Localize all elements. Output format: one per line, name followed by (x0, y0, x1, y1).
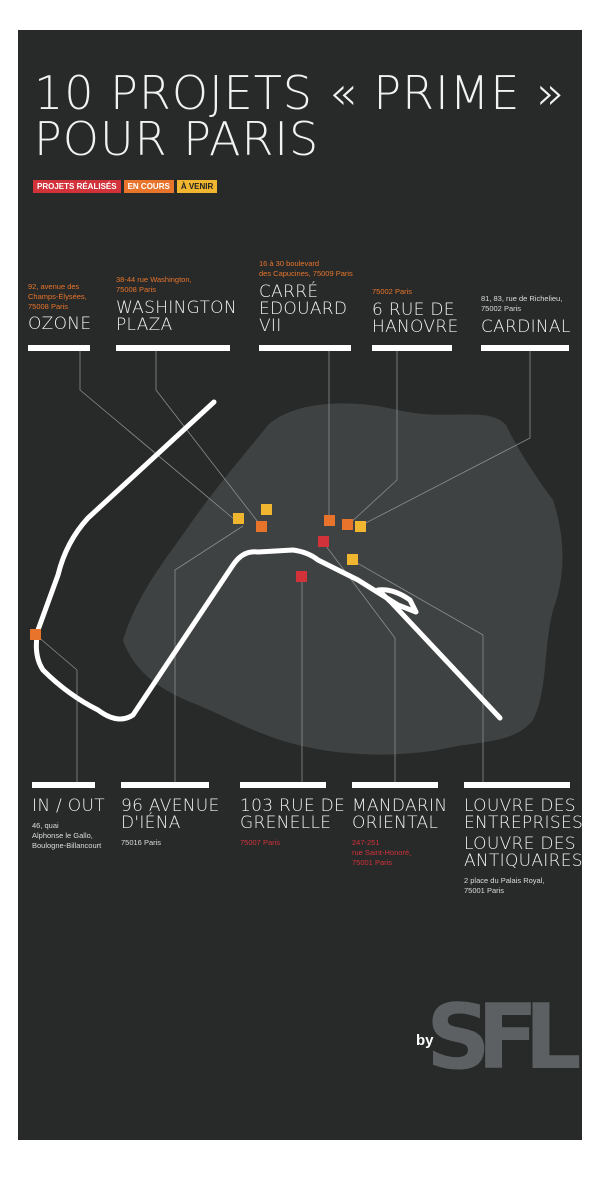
project-name: WASHINGTON PLAZA (116, 298, 237, 335)
infographic-poster: 10 PROJETS « PRIME » POUR PARIS PROJETS … (18, 30, 583, 1140)
project-markers (30, 504, 366, 640)
project-carre-edouard-vii: 16 à 30 boulevard des Capucines, 75009 P… (259, 259, 353, 335)
project-address: 81, 83, rue de Richelieu, 75002 Paris (481, 294, 563, 313)
title-line-2: POUR PARIS (34, 112, 320, 166)
project-washington-plaza: 38-44 rue Washington, 75008 Paris WASHIN… (116, 275, 237, 334)
label-bar (240, 782, 326, 788)
legend: PROJETS RÉALISÉS EN COURS À VENIR (33, 180, 218, 193)
label-bar (116, 345, 230, 351)
project-address: 16 à 30 boulevard des Capucines, 75009 P… (259, 259, 353, 278)
project-name: LOUVRE DES ENTREPRISES (464, 796, 584, 833)
marker-hanovre (342, 519, 353, 530)
project-address: 247-251 rue Saint-Honoré, 75001 Paris (352, 838, 412, 867)
label-bar (32, 782, 95, 788)
project-name: MANDARIN ORIENTAL (352, 796, 448, 833)
label-bar (259, 345, 351, 351)
project-address: 75016 Paris (121, 838, 162, 847)
project-name: OZONE (28, 314, 92, 334)
connector-cardinal (359, 350, 531, 527)
marker-cardinal (355, 521, 366, 532)
connector-washington-plaza (155, 350, 262, 527)
marker-grenelle (296, 571, 307, 582)
connector-hanovre (346, 350, 398, 527)
project-6-rue-de-hanovre: 75002 Paris 6 RUE DE HANOVRE (372, 287, 459, 336)
paris-map (30, 350, 563, 782)
project-name: CARDINAL (481, 317, 571, 337)
marker-in-out (30, 629, 41, 640)
marker-carre-edouard (324, 515, 335, 526)
project-name: 96 AVENUE D'IÉNA (121, 796, 220, 833)
connector-in-out (35, 634, 78, 782)
project-address: 75002 Paris (372, 287, 413, 296)
project-name: IN / OUT (32, 796, 105, 816)
connector-ozone (79, 350, 236, 521)
project-address: 46, quai Alphonse le Gallo, Boulogne-Bil… (32, 821, 102, 850)
label-bar (28, 345, 90, 351)
project-address: 2 place du Palais Royal, 75001 Paris (464, 876, 545, 895)
legend-en-cours: EN COURS (123, 180, 174, 193)
project-name: 6 RUE DE HANOVRE (372, 300, 459, 337)
label-bar (464, 782, 570, 788)
label-bar (481, 345, 569, 351)
marker-mandarin (318, 536, 329, 547)
connector-lines (35, 350, 531, 782)
project-mandarin-oriental: MANDARIN ORIENTAL 247-251 rue Saint-Hono… (352, 798, 447, 868)
connector-iena (174, 525, 244, 782)
marker-iena (256, 521, 267, 532)
marker-washington-plaza (261, 504, 272, 515)
page-title: 10 PROJETS « PRIME » POUR PARIS (34, 70, 565, 162)
label-bar (121, 782, 209, 788)
legend-realises: PROJETS RÉALISÉS (33, 180, 121, 193)
project-name: CARRÉ EDOUARD VII (259, 282, 348, 336)
legend-a-venir: À VENIR (176, 180, 218, 193)
project-96-avenue-d-iena: 96 AVENUE D'IÉNA 75016 Paris (121, 798, 220, 848)
project-address: 92, avenue des Champs-Élysées, 75008 Par… (28, 282, 87, 311)
by-label: by (416, 1032, 434, 1049)
project-name: 103 RUE DE GRENELLE (240, 796, 346, 833)
project-in-out: IN / OUT 46, quai Alphonse le Gallo, Bou… (32, 798, 105, 851)
marker-louvre (347, 554, 358, 565)
project-address: 38-44 rue Washington, 75008 Paris (116, 275, 192, 294)
connector-louvre (351, 559, 484, 782)
paris-area (123, 403, 563, 755)
project-ozone: 92, avenue des Champs-Élysées, 75008 Par… (28, 282, 91, 333)
project-address: 75007 Paris (240, 838, 281, 847)
label-bar (372, 345, 452, 351)
project-103-rue-de-grenelle: 103 RUE DE GRENELLE 75007 Paris (240, 798, 345, 848)
marker-ozone (233, 513, 244, 524)
project-louvre-des-entreprises: LOUVRE DES ENTREPRISES LOUVRE DES ANTIQU… (464, 798, 583, 896)
sfl-logo: SFL (426, 985, 582, 1090)
project-cardinal: 81, 83, rue de Richelieu, 75002 Paris CA… (481, 294, 571, 336)
project-name-secondary: LOUVRE DES ANTIQUAIRES (464, 834, 583, 871)
title-line-1: 10 PROJETS « PRIME » (34, 66, 566, 120)
label-bar (352, 782, 438, 788)
